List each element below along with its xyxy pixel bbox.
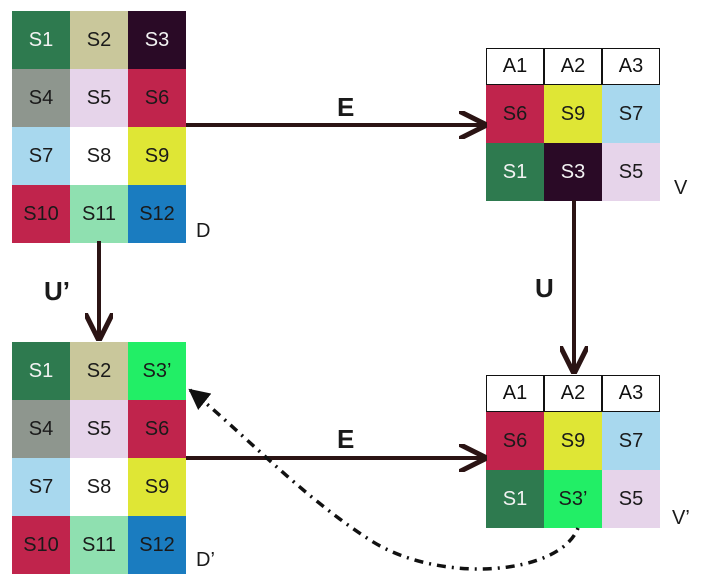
- grid-v-prime-cell: S1: [486, 470, 544, 528]
- grid-d-prime-label: D’: [196, 549, 215, 571]
- grid-v-prime-label: V’: [672, 507, 690, 529]
- arrow-u-prime-label: U’: [44, 276, 70, 306]
- grid-d-cell: S1: [12, 11, 70, 69]
- grid-d-cell: S11: [70, 185, 128, 243]
- grid-v-prime-cell: S6: [486, 412, 544, 470]
- grid-d-prime-cell: S2: [70, 342, 128, 400]
- grid-d-cell: S7: [12, 127, 70, 185]
- grid-v-cell: S3: [544, 143, 602, 201]
- grid-d-cell: S3: [128, 11, 186, 69]
- grid-d-label: D: [196, 220, 211, 242]
- grid-v-header-3: A3: [602, 48, 660, 85]
- grid-v-label: V: [674, 177, 688, 199]
- grid-d-cell: S12: [128, 185, 186, 243]
- grid-d-prime-cell: S4: [12, 400, 70, 458]
- grid-v-prime-header-3: A3: [602, 375, 660, 412]
- grid-v-cell: S1: [486, 143, 544, 201]
- grid-d-prime-cell: S5: [70, 400, 128, 458]
- grid-d-prime-cell: S10: [12, 516, 70, 574]
- grid-v-prime-cell: S9: [544, 412, 602, 470]
- grid-d-cell: S5: [70, 69, 128, 127]
- grid-v-cell: S9: [544, 85, 602, 143]
- grid-v-cell: S5: [602, 143, 660, 201]
- grid-d-cell: S4: [12, 69, 70, 127]
- grid-d-cell: S9: [128, 127, 186, 185]
- arrow-e-top-label: E: [337, 92, 355, 122]
- grid-v-header-2: A2: [544, 48, 602, 85]
- grid-v-prime-cell: S5: [602, 470, 660, 528]
- grid-v-cell: S7: [602, 85, 660, 143]
- grid-d-prime-cell: S6: [128, 400, 186, 458]
- grid-d-prime-cell: S3’: [128, 342, 186, 400]
- grid-d-prime-cell: S9: [128, 458, 186, 516]
- grid-v-cell: S6: [486, 85, 544, 143]
- grid-d-prime-cell: S8: [70, 458, 128, 516]
- grid-d-cell: S6: [128, 69, 186, 127]
- arrow-u-label: U: [535, 273, 554, 303]
- grid-v-header-1: A1: [486, 48, 544, 85]
- arrow-e-bottom-label: E: [337, 424, 355, 454]
- grid-v-prime-header-1: A1: [486, 375, 544, 412]
- grid-v-prime-header-2: A2: [544, 375, 602, 412]
- grid-d-cell: S10: [12, 185, 70, 243]
- grid-d-prime-cell: S12: [128, 516, 186, 574]
- grid-d-prime-cell: S1: [12, 342, 70, 400]
- grid-d-prime-cell: S7: [12, 458, 70, 516]
- grid-d-cell: S8: [70, 127, 128, 185]
- grid-v-prime-cell: S3’: [544, 470, 602, 528]
- grid-v-prime-cell: S7: [602, 412, 660, 470]
- grid-d-cell: S2: [70, 11, 128, 69]
- dotted-arrow-s3-prime: [188, 388, 580, 571]
- grid-d-prime-cell: S11: [70, 516, 128, 574]
